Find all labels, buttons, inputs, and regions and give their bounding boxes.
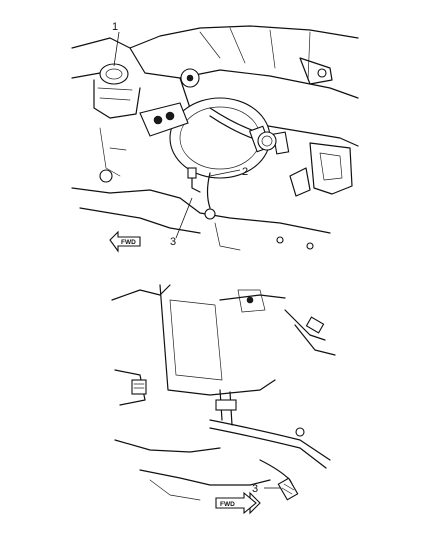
lower-frame [79, 207, 201, 234]
fwd-arrow-label-bottom: FWD [220, 501, 235, 508]
ground-stud-2 [306, 242, 314, 250]
cowl-edge [71, 25, 359, 49]
right-side-bracket [309, 142, 353, 195]
engine-bay-view-bottom: 3 FWD [110, 280, 350, 528]
left-strut-tower [99, 127, 127, 177]
hose-upper-right [284, 309, 326, 341]
mc-fitting-2 [165, 111, 175, 121]
right-mount [289, 167, 311, 197]
right-bracket-window [319, 152, 343, 181]
engine-bay-view-top: 1 2 3 FWD [70, 18, 360, 268]
upper-right-clamp [305, 316, 325, 334]
ground-stud-1 [276, 236, 284, 244]
pipe-bracket [215, 399, 237, 411]
fwd-arrow-icon: FWD [109, 230, 141, 253]
cowl-ribs [199, 27, 311, 81]
booster-mount-bolt [186, 74, 194, 82]
engine-bay-drawing-top: 1 2 3 FWD [71, 21, 359, 253]
callout-1: 1 [112, 21, 118, 33]
hose-end-ribs [281, 483, 295, 495]
strut-bolt [99, 169, 113, 183]
fwd-arrow-icon-bottom: FWD [215, 491, 261, 515]
callout-1-leader [113, 31, 120, 67]
bracket-bolt [317, 68, 327, 78]
reservoir-lines [97, 87, 133, 101]
lower-panel-edge [149, 479, 201, 501]
bracket-upper-right [299, 57, 333, 85]
fluid-reservoir-cap [99, 63, 129, 85]
tray-inner [169, 299, 223, 381]
hose-upper-right-2 [294, 324, 336, 356]
callout-3: 3 [170, 236, 176, 248]
hose-fitting [257, 131, 277, 151]
fluid-reservoir-body [93, 79, 141, 119]
bracket-lower [214, 222, 241, 251]
line-connector [187, 167, 197, 179]
upper-fitting-block [237, 289, 266, 313]
reservoir-cap-ring [105, 68, 123, 80]
hose-bolt [295, 427, 305, 437]
hose-main-upper [209, 419, 331, 461]
upper-left-edge [111, 284, 171, 301]
fwd-arrow-label: FWD [121, 239, 136, 246]
callout-2-leader [209, 169, 241, 177]
hose-fitting-inner [261, 135, 273, 147]
firewall-top [129, 47, 359, 99]
hose-end-fitting [277, 477, 299, 501]
left-connector [131, 379, 147, 395]
upper-bracket [219, 294, 286, 301]
lower-frame-left [114, 439, 221, 453]
lower-frame-right [139, 469, 271, 486]
engine-bay-drawing-bottom: 3 FWD [111, 284, 336, 515]
callout-3-bottom: 3 [252, 483, 258, 495]
callout-3-leader [175, 197, 193, 239]
lower-fitting [204, 208, 216, 220]
upper-fitting-bolt [246, 296, 254, 304]
mc-fitting-1 [153, 115, 163, 125]
hose-main-lower [209, 427, 327, 469]
lower-rail [71, 187, 331, 234]
master-cylinder [139, 102, 189, 137]
callout-2: 2 [242, 166, 248, 178]
lower-hose [206, 172, 211, 209]
battery-tray-outline [159, 284, 276, 396]
left-connector-lines [133, 383, 145, 389]
